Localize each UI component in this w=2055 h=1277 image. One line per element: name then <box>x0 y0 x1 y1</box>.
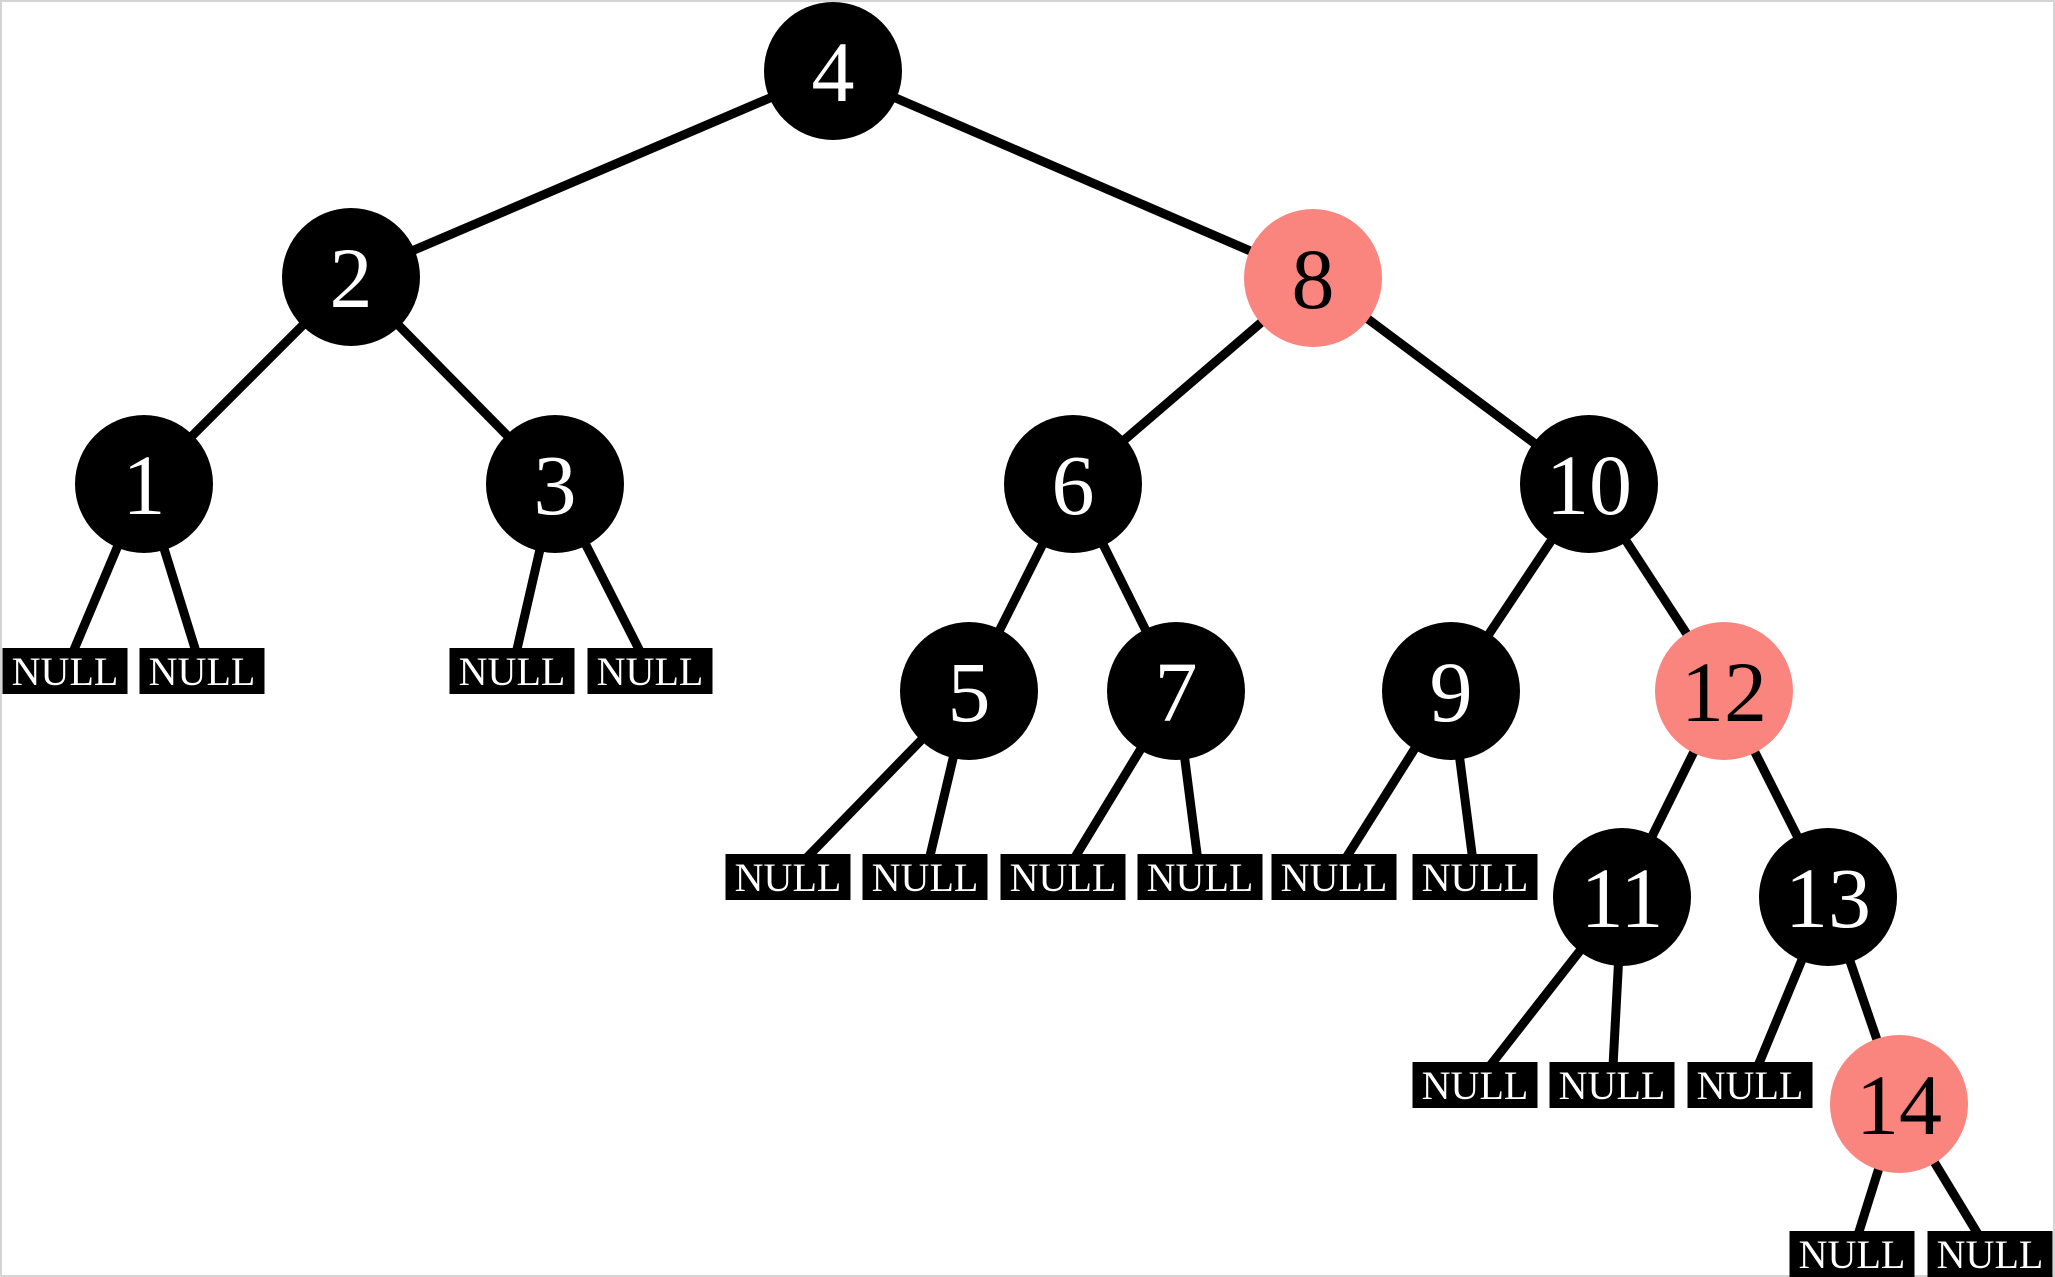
black-tree-node-circle <box>282 208 420 346</box>
null-leaf-box <box>1412 854 1538 900</box>
null-leaf-label: NULL <box>1010 855 1117 900</box>
tree-node-label: 1 <box>123 437 166 533</box>
null-leaf-label: NULL <box>149 649 256 694</box>
null-leaf-label: NULL <box>1697 1063 1804 1108</box>
null-leaf-box <box>1412 1062 1538 1108</box>
null-leaf-label: NULL <box>1422 855 1529 900</box>
null-leaf-box <box>862 854 988 900</box>
red-tree-node-circle <box>1830 1035 1968 1173</box>
null-leaf-label: NULL <box>1147 855 1254 900</box>
null-leaf-label: NULL <box>1937 1232 2044 1277</box>
null-leaf-box <box>1000 854 1126 900</box>
tree-node-label: 12 <box>1681 644 1767 740</box>
null-leaf-box <box>2 648 128 694</box>
tree-edge <box>831 66 1315 283</box>
null-leaf-label: NULL <box>459 649 566 694</box>
tree-node-label: 3 <box>534 437 577 533</box>
null-leaf-label: NULL <box>1799 1232 1906 1277</box>
null-leaf-label: NULL <box>12 649 119 694</box>
tree-node-label: 8 <box>1292 231 1335 327</box>
null-leaf-box <box>1687 1062 1813 1108</box>
tree-node-label: 14 <box>1856 1057 1942 1153</box>
tree-node-label: 2 <box>330 230 373 326</box>
black-tree-node-circle <box>764 2 902 140</box>
black-tree-node-circle <box>75 415 213 553</box>
tree-node-label: 5 <box>948 644 991 740</box>
tree-edge <box>349 66 835 282</box>
black-tree-node-circle <box>1004 415 1142 553</box>
null-leaf-box <box>449 648 575 694</box>
tree-node-label: 7 <box>1155 644 1198 740</box>
null-leaf-label: NULL <box>872 855 979 900</box>
black-tree-node-circle <box>1759 828 1897 966</box>
null-leaf-box <box>587 648 713 694</box>
null-leaf-box <box>1927 1231 2053 1277</box>
tree-node-label: 11 <box>1581 850 1664 946</box>
tree-node-label: 9 <box>1430 644 1473 740</box>
black-tree-node-circle <box>1382 622 1520 760</box>
tree-node-label: 4 <box>812 24 855 120</box>
null-leaf-box <box>1271 854 1397 900</box>
null-leaf-label: NULL <box>597 649 704 694</box>
tree-node-label: 6 <box>1052 437 1095 533</box>
null-leaf-label: NULL <box>1422 1063 1529 1108</box>
null-leaf-box <box>725 854 851 900</box>
tree-node-label: 13 <box>1785 850 1871 946</box>
null-leaf-box <box>1549 1062 1675 1108</box>
black-tree-node-circle <box>486 415 624 553</box>
red-tree-node-circle <box>1655 622 1793 760</box>
black-tree-node-circle <box>1107 622 1245 760</box>
tree-node-label: 10 <box>1546 437 1632 533</box>
red-tree-node-circle <box>1244 209 1382 347</box>
null-leaf-box <box>139 648 265 694</box>
black-tree-node-circle <box>900 622 1038 760</box>
black-tree-node-circle <box>1553 828 1691 966</box>
null-leaf-label: NULL <box>1281 855 1388 900</box>
null-leaf-box <box>1789 1231 1915 1277</box>
null-leaf-box <box>1137 854 1263 900</box>
null-leaf-label: NULL <box>735 855 842 900</box>
null-leaf-label: NULL <box>1559 1063 1666 1108</box>
black-tree-node-circle <box>1520 415 1658 553</box>
